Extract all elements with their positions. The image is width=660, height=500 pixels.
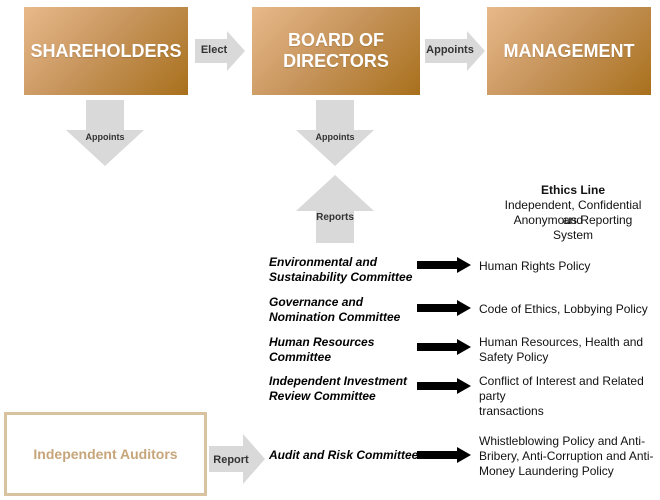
policy-line: transactions [479, 404, 544, 418]
ethics-line-desc-2: Anonymous Reporting System [513, 213, 633, 242]
appoints-shareholders-label: Appoints [85, 132, 125, 142]
report-label: Report [213, 454, 249, 466]
policy-line: Human Rights Policy [479, 259, 591, 273]
policy-line: Money Laundering Policy [479, 464, 614, 478]
policy-line: Code of Ethics, Lobbying Policy [479, 302, 648, 316]
committee-environmental: Environmental and Sustainability Committ… [269, 255, 412, 285]
reports-label: Reports [316, 212, 354, 223]
management-label: MANAGEMENT [503, 40, 635, 61]
board-label-line2: DIRECTORS [283, 51, 389, 71]
policy-conflict-of-interest: Conflict of Interest and Related party t… [479, 374, 660, 419]
reports-up-arrow-icon [296, 175, 374, 243]
board-label-line1: BOARD OF [288, 30, 384, 51]
shareholders-label: SHAREHOLDERS [30, 40, 182, 61]
policy-line: Whistleblowing Policy and Anti- [479, 434, 646, 448]
committee-line: Independent Investment [269, 374, 408, 388]
committee-line: Governance and [269, 295, 364, 309]
ethics-line-title: Ethics Line [540, 183, 605, 197]
committee-arrow-icon [417, 378, 471, 394]
appoints-management-label: Appoints [426, 44, 474, 56]
elect-arrow-icon [195, 31, 245, 71]
committee-line: Environmental and [269, 255, 378, 269]
committee-line: Human Resources [269, 335, 375, 349]
committee-line: Audit and Risk Committee [269, 448, 419, 462]
committee-line: Review Committee [269, 389, 376, 403]
ethics-line-desc-1: Independent, Confidential and [504, 198, 642, 227]
independent-auditors-box: Independent Auditors [4, 412, 207, 496]
committee-line: Committee [269, 350, 332, 364]
committee-audit-risk: Audit and Risk Committee [269, 448, 418, 463]
independent-auditors-label: Independent Auditors [33, 446, 178, 462]
committee-human-resources: Human Resources Committee [269, 335, 374, 365]
policy-line: Bribery, Anti-Corruption and Anti- [479, 449, 654, 463]
committee-arrow-icon [417, 257, 471, 273]
shareholders-box: SHAREHOLDERS [24, 7, 188, 95]
policy-code-of-ethics: Code of Ethics, Lobbying Policy [479, 302, 648, 317]
policy-line: Conflict of Interest and Related party [479, 374, 644, 403]
appoints-board-down-arrow-icon [296, 100, 374, 166]
policy-line: Safety Policy [479, 350, 549, 364]
committee-line: Nomination Committee [269, 310, 401, 324]
committee-investment-review: Independent Investment Review Committee [269, 374, 407, 404]
appoints-management-arrow-icon [425, 31, 485, 71]
committee-governance: Governance and Nomination Committee [269, 295, 400, 325]
committee-arrow-icon [417, 339, 471, 355]
policy-human-resources: Human Resources, Health and Safety Polic… [479, 335, 643, 365]
policy-whistleblowing: Whistleblowing Policy and Anti- Bribery,… [479, 434, 654, 479]
report-arrow-icon [209, 434, 265, 484]
board-of-directors-box: BOARD OF DIRECTORS [252, 7, 420, 95]
committee-arrow-icon [417, 447, 471, 463]
management-box: MANAGEMENT [487, 7, 651, 95]
committee-arrow-icon [417, 300, 471, 316]
policy-line: Human Resources, Health and [479, 335, 644, 349]
committee-line: Sustainability Committee [269, 270, 413, 284]
appoints-down-arrow-icon [66, 100, 144, 166]
appoints-board-label: Appoints [315, 132, 355, 142]
elect-label: Elect [200, 44, 228, 56]
policy-human-rights: Human Rights Policy [479, 259, 590, 274]
